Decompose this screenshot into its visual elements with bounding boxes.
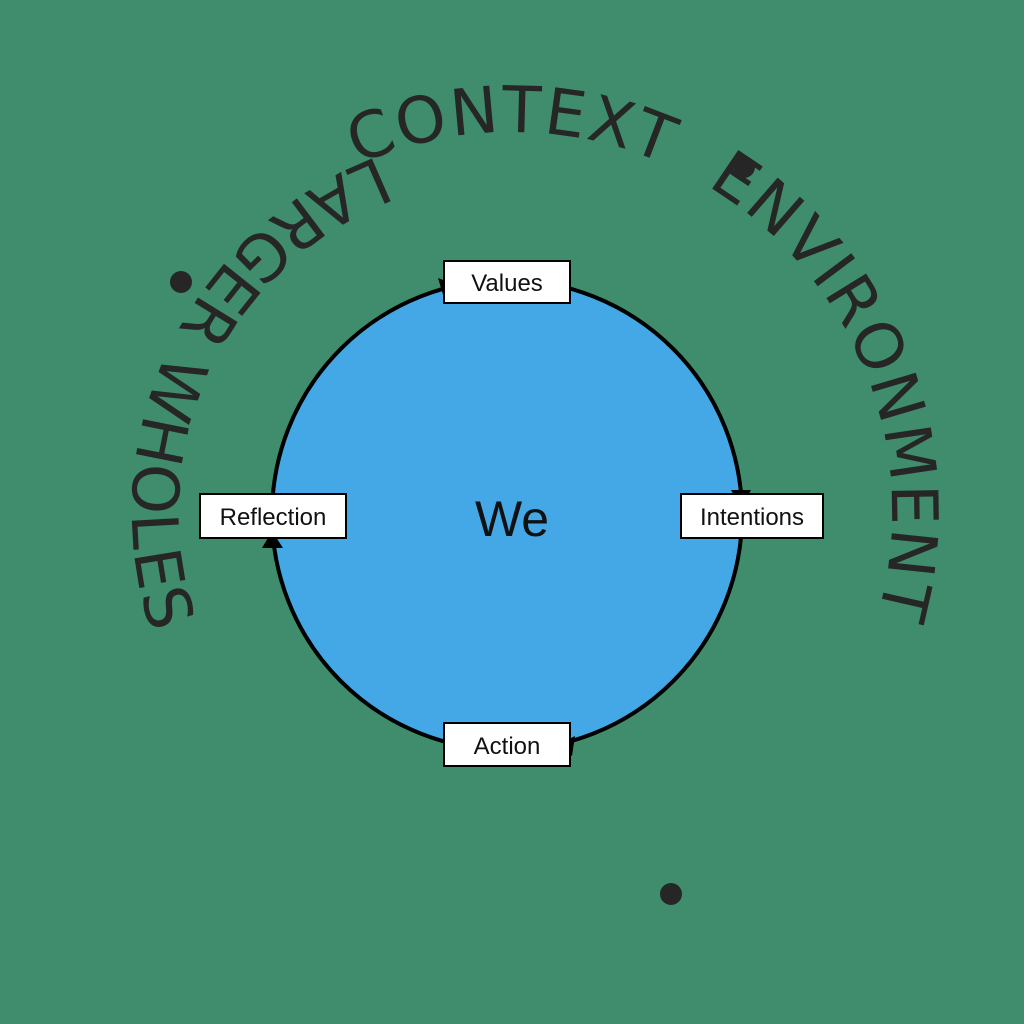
ring-separator-dot-left <box>170 271 192 293</box>
node-intentions-box <box>680 493 824 539</box>
ring-separator-dot-top-right <box>733 156 755 178</box>
center-label: We <box>475 491 549 547</box>
node-action: Action <box>443 722 571 767</box>
node-action-label: Action <box>474 733 541 760</box>
node-values: Values <box>443 260 571 304</box>
node-intentions: Intentions <box>680 493 824 539</box>
ring-separator-dot-bottom-right <box>660 883 682 905</box>
node-action-box <box>443 722 571 767</box>
ring-text-context: CONTEXT <box>337 74 687 180</box>
node-intentions-label: Intentions <box>700 504 804 531</box>
ring-text-context-path: CONTEXT <box>337 74 685 180</box>
node-reflection: Reflection <box>199 493 347 539</box>
node-reflection-box <box>199 493 347 539</box>
node-values-label: Values <box>471 270 543 297</box>
node-reflection-label: Reflection <box>220 504 327 531</box>
node-values-box <box>443 260 571 304</box>
arrow-to-reflection <box>262 531 283 548</box>
